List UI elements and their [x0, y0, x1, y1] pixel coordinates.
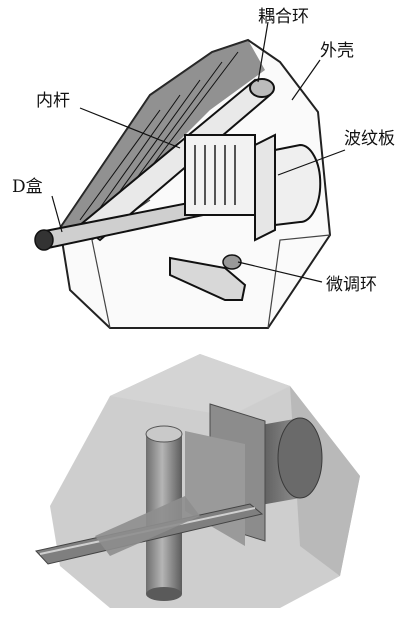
- mechanism-fins: [194, 145, 236, 205]
- tuning-ring: [222, 254, 242, 270]
- label-inner-rod: 内杆: [36, 91, 70, 111]
- label-bellows-plate: 波纹板: [344, 129, 395, 149]
- tuning-ring-tube: [169, 256, 247, 301]
- render-inner-rod-bottom: [146, 587, 182, 601]
- bellows-plate: [254, 133, 276, 242]
- render-figure: [0, 346, 412, 614]
- housing-rib: [267, 234, 331, 329]
- mechanism-block: [184, 134, 256, 216]
- label-tuning-ring: 微调环: [326, 275, 377, 295]
- coupling-ring-part: [249, 78, 275, 98]
- render-d-box-plate: [95, 496, 200, 556]
- render-drawing: [35, 354, 360, 608]
- d-box-end: [34, 229, 54, 251]
- render-inner-rod-top: [145, 425, 183, 443]
- label-d-box: D盒: [12, 177, 43, 197]
- sketch-figure: 耦合环 外壳 内杆 波纹板 D盒 微调环: [12, 7, 395, 329]
- sketch-drawing: 耦合环 外壳 内杆 波纹板 D盒 微调环: [12, 7, 395, 329]
- render-housing-facet: [110, 354, 290, 416]
- rear-cylinder: [274, 143, 322, 227]
- render-rear-cylinder-cap: [277, 417, 323, 499]
- label-coupling-ring: 耦合环: [258, 7, 309, 27]
- housing-hatched-region: [60, 40, 265, 230]
- label-housing: 外壳: [320, 41, 354, 61]
- hatch-lines: [79, 51, 239, 221]
- callout-leaders: [51, 21, 346, 283]
